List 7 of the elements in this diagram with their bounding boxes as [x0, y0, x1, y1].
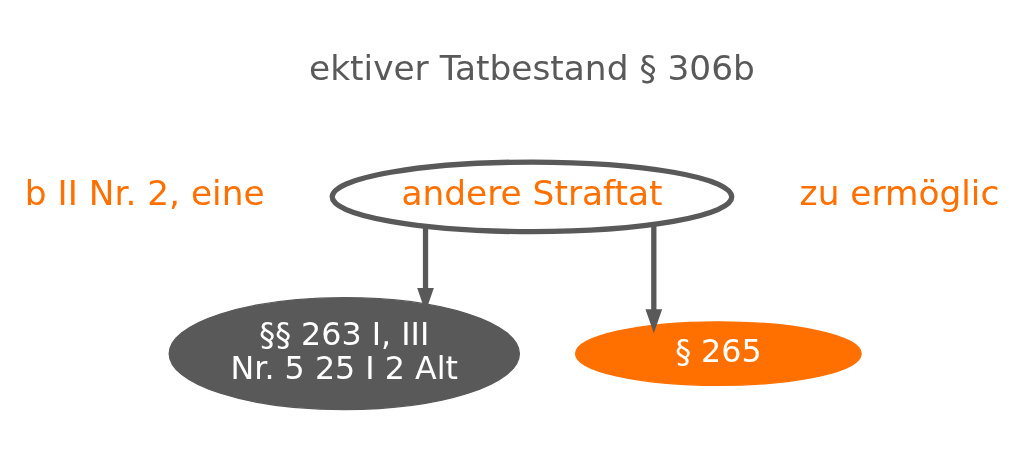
label: b II Nr. 2, eine — [24, 173, 265, 214]
node-ellipse: andere Straftat — [329, 159, 735, 235]
arrow — [645, 224, 663, 334]
label: zu ermöglic — [799, 173, 1000, 214]
node-ellipse: § 265 — [574, 321, 862, 387]
label: ektiver Tatbestand § 306b — [309, 48, 755, 89]
node-ellipse: §§ 263 I, III Nr. 5 25 I 2 Alt — [168, 297, 521, 411]
